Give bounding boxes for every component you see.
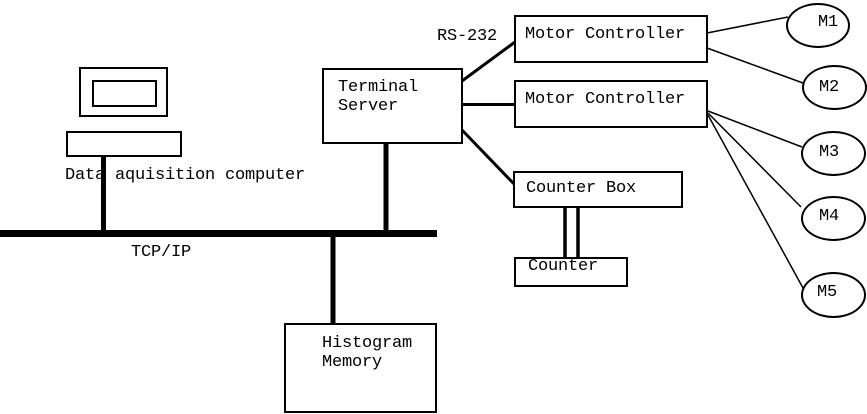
motor-m3-ellipse xyxy=(801,131,866,176)
motor-m4-label: M4 xyxy=(819,207,840,226)
counter-label: Counter xyxy=(528,257,599,276)
tcpip-label: TCP/IP xyxy=(131,243,192,262)
histogram-memory-box xyxy=(284,323,437,413)
motor-controller-1-label: Motor Controller xyxy=(525,25,686,44)
motor-controller-1-to-m2-line xyxy=(706,47,804,84)
histogram-memory-label: Histogram Memory xyxy=(322,334,413,372)
motor-controller-2-label: Motor Controller xyxy=(525,90,686,109)
terminal-server-label: Terminal Server xyxy=(338,78,419,116)
motor-controller-2-box xyxy=(514,80,708,128)
counter-box-label: Counter Box xyxy=(526,179,637,198)
rs232-label: RS-232 xyxy=(437,27,498,46)
counter-box xyxy=(514,257,628,287)
terminal-server-to-counter-box-line xyxy=(460,128,516,186)
terminal-server-to-motor-controller-1-line xyxy=(461,40,516,83)
motor-m5-label: M5 xyxy=(817,283,838,302)
motor-m2-ellipse xyxy=(802,65,867,110)
motor-m5-ellipse xyxy=(801,272,866,318)
motor-controller-1-to-m1-line xyxy=(706,16,789,34)
motor-m2-label: M2 xyxy=(819,78,840,97)
terminal-server-box xyxy=(322,68,463,144)
data-acquisition-computer-label: Data aquisition computer xyxy=(65,166,306,185)
motor-m1-ellipse xyxy=(786,3,850,48)
computer-monitor-screen xyxy=(92,80,157,107)
motor-controller-2-to-m5-line xyxy=(707,114,804,289)
motor-controller-1-box xyxy=(514,15,708,63)
computer-keyboard xyxy=(66,131,182,157)
counter-box-box xyxy=(513,171,683,208)
motor-controller-2-to-m4-line xyxy=(707,112,802,208)
motor-m3-label: M3 xyxy=(819,143,840,162)
motor-m1-label: M1 xyxy=(818,13,839,32)
motor-controller-2-to-m3-line xyxy=(707,110,803,148)
